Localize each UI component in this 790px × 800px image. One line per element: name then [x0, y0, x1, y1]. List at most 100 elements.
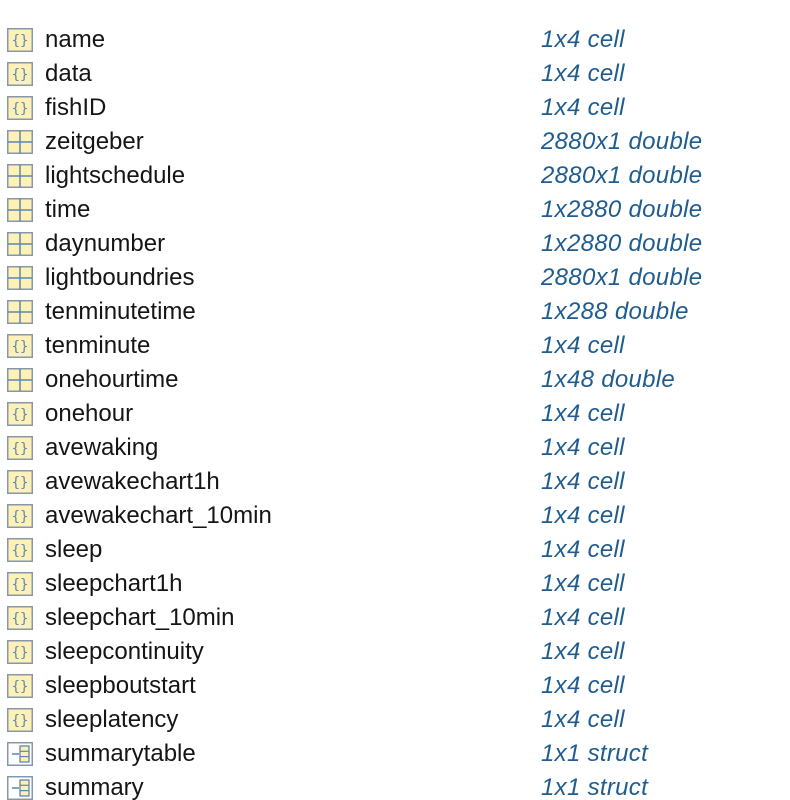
partial-row-top [0, 0, 790, 23]
variable-name: sleepchart_10min [45, 604, 235, 631]
variable-row[interactable]: {} avewakechart1h 1x4 cell [0, 465, 790, 499]
variable-row[interactable]: {} sleepchart_10min 1x4 cell [0, 601, 790, 635]
variable-row[interactable]: {} sleepboutstart 1x4 cell [0, 669, 790, 703]
svg-text:{}: {} [12, 543, 29, 559]
svg-text:{}: {} [12, 679, 29, 695]
variable-name: tenminute [45, 332, 151, 359]
variable-name: lightboundries [45, 264, 195, 291]
variable-name: sleepchart1h [45, 570, 183, 597]
variable-value: 1x4 cell [541, 570, 625, 597]
matrix-double-icon [7, 232, 33, 256]
struct-icon [7, 742, 33, 766]
variable-row[interactable]: zeitgeber 2880x1 double [0, 125, 790, 159]
cell-array-icon: {} [7, 96, 33, 120]
svg-text:{}: {} [12, 67, 29, 83]
variable-row[interactable]: {} fishID 1x4 cell [0, 91, 790, 125]
variable-name: onehour [45, 400, 134, 427]
variable-name: zeitgeber [45, 128, 144, 155]
variable-value: 1x288 double [541, 298, 689, 325]
variable-row[interactable]: {} avewakechart_10min 1x4 cell [0, 499, 790, 533]
variable-row[interactable]: tenminutetime 1x288 double [0, 295, 790, 329]
variable-value: 1x4 cell [541, 60, 625, 87]
variable-value: 1x4 cell [541, 604, 625, 631]
cell-array-icon: {} [7, 708, 33, 732]
cell-array-icon: {} [7, 504, 33, 528]
matrix-double-icon [7, 130, 33, 154]
variable-name: daynumber [45, 230, 166, 257]
variable-value: 1x4 cell [541, 672, 625, 699]
cell-array-icon: {} [7, 436, 33, 460]
cell-array-icon: {} [7, 674, 33, 698]
svg-text:{}: {} [12, 407, 29, 423]
variable-name: sleepcontinuity [45, 638, 204, 665]
matrix-double-icon [7, 266, 33, 290]
svg-text:{}: {} [12, 101, 29, 117]
variable-value: 2880x1 double [541, 128, 703, 155]
matrix-double-icon [7, 368, 33, 392]
variable-value: 1x4 cell [541, 638, 625, 665]
variable-name: time [45, 196, 91, 223]
variable-row[interactable]: {} sleepcontinuity 1x4 cell [0, 635, 790, 669]
cell-array-icon: {} [7, 402, 33, 426]
variable-row[interactable]: onehourtime 1x48 double [0, 363, 790, 397]
variable-value: 1x4 cell [541, 332, 625, 359]
svg-text:{}: {} [12, 645, 29, 661]
variable-row[interactable]: {} onehour 1x4 cell [0, 397, 790, 431]
variable-row[interactable]: {} data 1x4 cell [0, 57, 790, 91]
variable-name: lightschedule [45, 162, 186, 189]
variable-row[interactable]: summarytable 1x1 struct [0, 737, 790, 771]
cell-array-icon: {} [7, 62, 33, 86]
svg-text:{}: {} [12, 577, 29, 593]
variable-value: 1x4 cell [541, 400, 625, 427]
cell-array-icon: {} [7, 606, 33, 630]
cell-array-icon: {} [7, 28, 33, 52]
variable-name: name [45, 26, 106, 53]
variable-name: summarytable [45, 740, 196, 767]
variable-value: 1x48 double [541, 366, 676, 393]
variable-name: onehourtime [45, 366, 179, 393]
variable-row[interactable]: {} sleep 1x4 cell [0, 533, 790, 567]
variable-row[interactable]: lightboundries 2880x1 double [0, 261, 790, 295]
variable-value: 2880x1 double [541, 264, 703, 291]
svg-text:{}: {} [12, 713, 29, 729]
variable-name: avewakechart_10min [45, 502, 272, 529]
variable-name: sleeplatency [45, 706, 179, 733]
variable-value: 1x1 struct [541, 774, 649, 800]
cell-array-icon: {} [7, 334, 33, 358]
variable-value: 1x4 cell [541, 536, 625, 563]
svg-text:{}: {} [12, 33, 29, 49]
variable-name: avewaking [45, 434, 159, 461]
cell-array-icon: {} [7, 640, 33, 664]
variable-name: avewakechart1h [45, 468, 220, 495]
variable-value: 1x4 cell [541, 502, 625, 529]
matrix-double-icon [7, 164, 33, 188]
cell-array-icon: {} [7, 538, 33, 562]
variable-name: sleepboutstart [45, 672, 196, 699]
variable-name: fishID [45, 94, 107, 121]
svg-text:{}: {} [12, 509, 29, 525]
struct-icon [7, 776, 33, 800]
variable-value: 1x4 cell [541, 434, 625, 461]
variable-row[interactable]: {} sleepchart1h 1x4 cell [0, 567, 790, 601]
variable-value: 1x4 cell [541, 94, 625, 121]
matrix-double-icon [7, 300, 33, 324]
variable-name: data [45, 60, 92, 87]
svg-text:{}: {} [12, 441, 29, 457]
variable-row[interactable]: lightschedule 2880x1 double [0, 159, 790, 193]
variable-value: 1x4 cell [541, 468, 625, 495]
svg-text:{}: {} [12, 339, 29, 355]
variable-row[interactable]: {} tenminute 1x4 cell [0, 329, 790, 363]
variable-name: tenminutetime [45, 298, 196, 325]
variable-value: 2880x1 double [541, 162, 703, 189]
cell-array-icon: {} [7, 470, 33, 494]
variable-value: 1x1 struct [541, 740, 649, 767]
variable-row[interactable]: {} avewaking 1x4 cell [0, 431, 790, 465]
variable-name: sleep [45, 536, 103, 563]
